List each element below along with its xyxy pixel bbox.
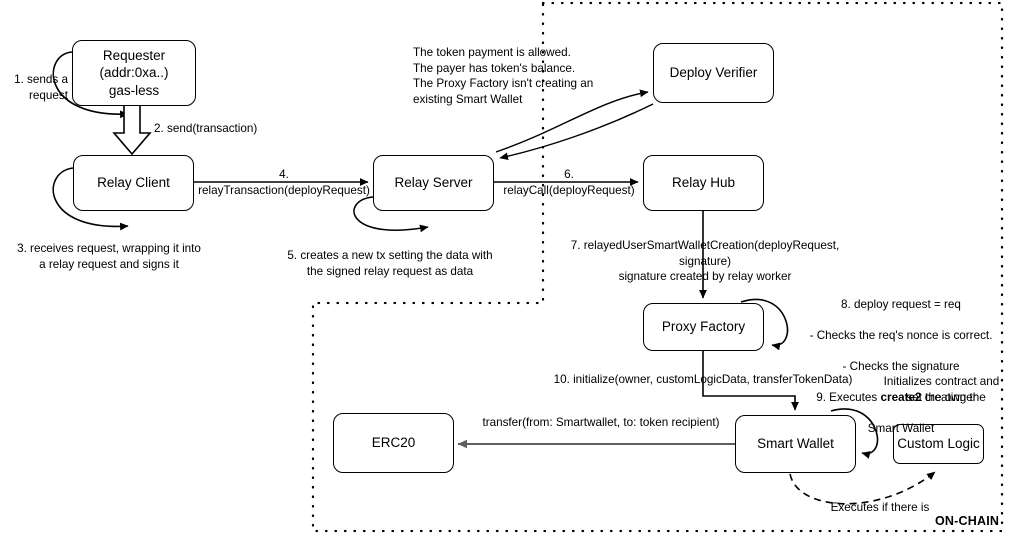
label-step-5: 5. creates a new tx setting the data wit… xyxy=(287,249,493,278)
node-smart-wallet[interactable]: Smart Wallet xyxy=(735,415,856,473)
label-executes-if-there-is: Executes if there is xyxy=(830,501,930,514)
label-proxy-factory-note: 8. deploy request = req - Checks the req… xyxy=(790,281,1009,437)
label-step-2: 2. send(transaction) xyxy=(154,122,258,135)
label-on-chain: ON-CHAIN xyxy=(935,514,1000,528)
label-deploy-verifier-note: The token payment is allowed. The payer … xyxy=(413,46,594,106)
arrow-step-2-block xyxy=(112,104,152,156)
node-relay-server[interactable]: Relay Server xyxy=(373,155,494,211)
arrow-deploy-verifier-response xyxy=(499,103,654,161)
factory-note-line-2: - Checks the req's nonce is correct. xyxy=(809,328,993,342)
node-proxy-factory[interactable]: Proxy Factory xyxy=(643,303,764,351)
node-erc20[interactable]: ERC20 xyxy=(333,413,454,473)
label-step-1: 1. sends a request xyxy=(14,73,68,102)
node-relay-client[interactable]: Relay Client xyxy=(73,155,194,211)
node-custom-logic[interactable]: Custom Logic xyxy=(893,424,984,464)
node-deploy-verifier[interactable]: Deploy Verifier xyxy=(653,43,774,103)
label-step-6: 6. relayCall(deployRequest) xyxy=(503,168,635,197)
factory-note-line-5: Smart Wallet xyxy=(867,422,935,436)
factory-note-line-4-post: creating the xyxy=(921,390,986,404)
label-step-3: 3. receives request, wrapping it into a … xyxy=(17,242,201,271)
factory-note-line-3: - Checks the signature xyxy=(842,359,960,373)
label-smart-wallet-note: Initializes contract and set the owner xyxy=(883,375,1000,404)
label-step-4: 4. relayTransaction(deployRequest) xyxy=(198,168,370,197)
factory-note-create2: create2 xyxy=(880,390,922,404)
node-requester[interactable]: Requester (addr:0xa..) gas-less xyxy=(72,40,196,106)
factory-note-line-1: 8. deploy request = req xyxy=(841,297,961,311)
factory-note-line-4-pre: 9. Executes xyxy=(816,390,881,404)
label-transfer: transfer(from: Smartwallet, to: token re… xyxy=(482,416,720,429)
node-relay-hub[interactable]: Relay Hub xyxy=(643,155,764,211)
arrow-executes-custom-logic xyxy=(789,471,936,505)
label-step-10: 10. initialize(owner, customLogicData, t… xyxy=(553,373,853,386)
label-step-7: 7. relayedUserSmartWalletCreation(deploy… xyxy=(570,239,840,284)
